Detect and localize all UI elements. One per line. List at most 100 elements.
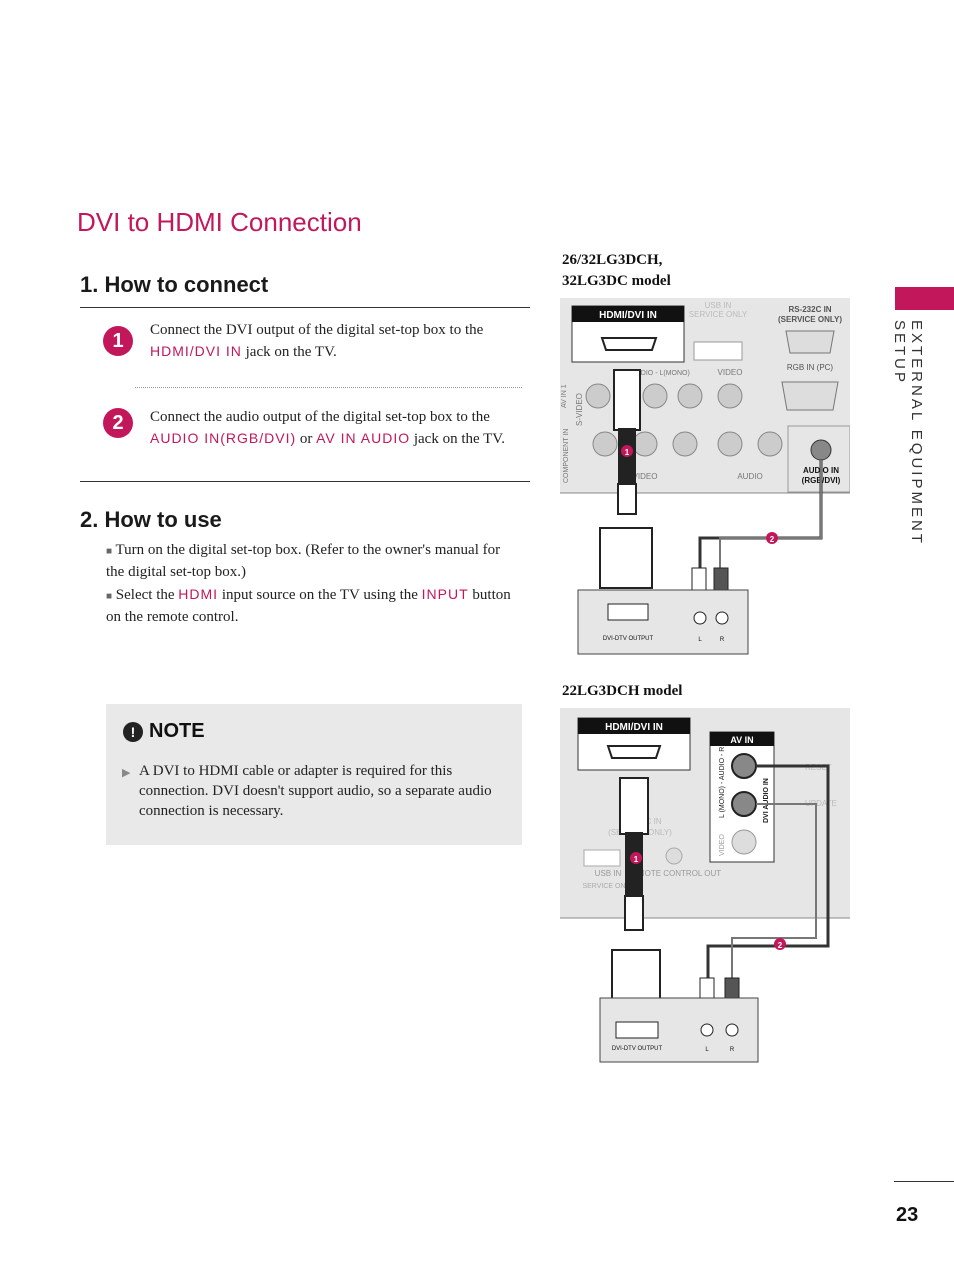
svideo-label: S-VIDEO — [575, 393, 584, 426]
step-1-text-b: jack on the TV. — [241, 344, 337, 360]
diagram-2-connection: HDMI/DVI IN AV IN L (MONO) - AUDIO - R D… — [560, 708, 850, 1063]
usb-port-icon — [693, 341, 743, 361]
hdmi-port-icon — [600, 337, 658, 351]
rs232-label: RS-232C IN — [788, 305, 831, 314]
hdmi-label-2: HDMI/DVI IN — [605, 722, 663, 733]
dvi-output-port — [607, 603, 649, 621]
av-in-label-2: AV IN — [730, 735, 753, 745]
triangle-bullet-icon: ▶ — [122, 767, 131, 779]
hdmi-plug-2 — [619, 777, 649, 835]
av-video-jack — [731, 829, 757, 855]
stb-audio-r-jack — [715, 611, 729, 625]
section-divider — [80, 307, 530, 308]
marker-2-label: 2 — [770, 535, 775, 544]
marker-1-d2 — [630, 852, 642, 864]
marker-1-label: 1 — [625, 448, 630, 457]
diagram-1-label-line-2: 32LG3DC model — [562, 273, 671, 289]
marker-2 — [766, 532, 778, 544]
page-number: 23 — [896, 1204, 919, 1226]
use-bullet-1-text: Turn on the digital set-top box. (Refer … — [106, 542, 501, 580]
section-divider-2 — [80, 481, 530, 482]
marker-2-d2 — [774, 938, 786, 950]
use-bullet-2-text-mid: input source on the TV using the — [218, 587, 422, 603]
av-audio-r-jack — [731, 753, 757, 779]
rgb-port-icon — [781, 381, 839, 411]
jack-r-label-2: R — [730, 1047, 735, 1053]
diagram-1-connection: HDMI/DVI IN USB IN SERVICE ONLY RS-232C … — [560, 298, 850, 655]
svideo-jack — [585, 383, 611, 409]
step-1-text: Connect the DVI output of the digital se… — [150, 320, 518, 363]
marker-2-d2-label: 2 — [778, 941, 783, 950]
remote-jack — [665, 847, 683, 865]
bullet-icon: ■ — [106, 546, 113, 557]
marker-1 — [621, 445, 633, 457]
note-heading: NOTE — [149, 720, 205, 742]
hdmi-cable-2 — [625, 832, 643, 898]
how-to-use-heading: 2. How to use — [80, 507, 222, 532]
page-title: DVI to HDMI Connection — [77, 207, 362, 237]
use-bullet-2: ■ Select the HDMI input source on the TV… — [106, 584, 518, 628]
av-video-label: VIDEO — [719, 834, 726, 856]
remote-label: REMOTE CONTROL OUT — [627, 869, 721, 878]
warning-icon: ! — [123, 722, 143, 742]
side-section-label: EXTERNAL EQUIPMENT SETUP — [891, 320, 925, 546]
video-jack — [717, 383, 743, 409]
use-bullet-2-hl-1: HDMI — [178, 586, 219, 602]
audio-l-jack — [677, 383, 703, 409]
av-audio-label: L (MONO) - AUDIO - R — [719, 747, 726, 818]
step-2-text: Connect the audio output of the digital … — [150, 407, 518, 450]
audio-in-rgb-jack — [810, 439, 832, 461]
section-tab — [895, 287, 954, 310]
jack-l-label: L — [698, 637, 702, 643]
usb-port-icon-2 — [583, 849, 621, 867]
hdmi-port-icon-2 — [606, 745, 662, 759]
stb-audio-l-jack — [693, 611, 707, 625]
component-pb-jack — [632, 431, 658, 457]
step-2-highlight-2: AV IN AUDIO — [316, 430, 411, 446]
use-bullet-2-hl-2: INPUT — [421, 586, 469, 602]
component-pr-jack — [672, 431, 698, 457]
rs232-port-icon — [785, 330, 835, 354]
audio-mono-label: R - AUDIO - L(MONO) — [620, 370, 690, 377]
jack-l-label-2: L — [705, 1047, 709, 1053]
audio-r-jack — [642, 383, 668, 409]
step-2-highlight-1: AUDIO IN(RGB/DVI) — [150, 430, 297, 446]
hdmi-label: HDMI/DVI IN — [599, 310, 657, 321]
hdmi-plug — [613, 369, 641, 431]
component-audio-l-jack — [717, 431, 743, 457]
rs232-sub-label: (SERVICE ONLY) — [778, 315, 842, 324]
step-1-badge: 1 — [103, 326, 133, 356]
av-in-label: AV IN 1 — [561, 384, 568, 408]
bullet-icon: ■ — [106, 591, 113, 602]
marker-1-d2-label: 1 — [634, 855, 639, 864]
use-bullet-1: ■ Turn on the digital set-top box. (Refe… — [106, 540, 518, 583]
use-bullet-2-text-b: button on the remote control. — [106, 587, 511, 625]
step-1-highlight: HDMI/DVI IN — [150, 343, 242, 359]
update-label: UPDATE — [805, 799, 837, 808]
video-label: VIDEO — [718, 368, 743, 377]
dvi-output-label: DVI-DTV OUTPUT — [603, 636, 654, 642]
usb-sub-label: SERVICE ONLY — [689, 310, 748, 319]
stb-audio-r-jack-2 — [725, 1023, 739, 1037]
dvi-plug — [599, 527, 653, 589]
usb-label: USB IN — [705, 301, 732, 310]
stb-audio-l-jack-2 — [700, 1023, 714, 1037]
diagram-1-label: 26/32LG3DCH, 32LG3DC model — [562, 250, 671, 292]
component-y-jack — [592, 431, 618, 457]
dvi-audio-in-label: DVI AUDIO IN — [763, 778, 770, 823]
dvi-output-label-2: DVI-DTV OUTPUT — [612, 1046, 663, 1052]
use-bullet-2-text-a: Select the — [115, 587, 179, 603]
step-2-text-b: jack on the TV. — [410, 431, 505, 447]
component-video-label: VIDEO — [633, 472, 658, 481]
how-to-connect-heading: 1. How to connect — [80, 272, 269, 297]
rgb-label: RGB IN (PC) — [787, 363, 834, 372]
av-audio-l-jack — [731, 791, 757, 817]
usb-label-2: USB IN — [595, 869, 622, 878]
step-2-badge: 2 — [103, 408, 133, 438]
diagram-2-label: 22LG3DCH model — [562, 683, 683, 699]
note-text: A DVI to HDMI cable or adapter is requir… — [139, 763, 492, 819]
component-audio-r-jack — [757, 431, 783, 457]
component-audio-label: AUDIO — [737, 472, 762, 481]
component-label: COMPONENT IN — [563, 429, 570, 483]
step-1-text-a: Connect the DVI output of the digital se… — [150, 322, 484, 338]
